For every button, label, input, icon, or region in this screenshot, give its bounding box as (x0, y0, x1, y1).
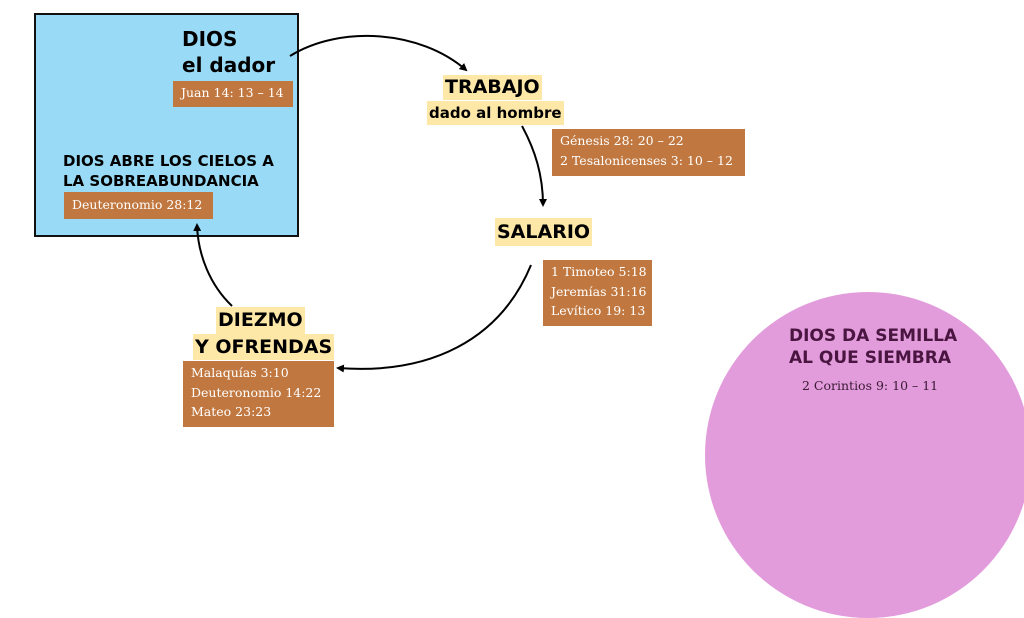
work-ref: 2 Tesalonicenses 3: 10 – 12 (560, 153, 733, 168)
work-subtitle: dado al hombre (427, 101, 564, 125)
seed-title-line1: DIOS DA SEMILLA (789, 326, 958, 346)
seed-ref: 2 Corintios 9: 10 – 11 (802, 378, 939, 393)
cycle-arrows (193, 35, 547, 373)
arrow-giver-to-work (289, 35, 468, 72)
arrow-salary-to-tithe (336, 264, 532, 373)
salary-ref: Jeremías 31:16 (551, 283, 647, 299)
arrow-work-to-salary (521, 125, 547, 207)
salary-ref: 1 Timoteo 5:18 (551, 264, 647, 279)
tithe-ref: Mateo 23:23 (191, 404, 272, 419)
giver-subtitle: el dador (182, 53, 276, 77)
salary-ref: Levítico 19: 13 (551, 303, 646, 318)
seed-title-line2: AL QUE SIEMBRA (789, 348, 951, 368)
arrow-tithe-to-giver (193, 223, 233, 307)
heavens-title-line2: LA SOBREABUNDANCIA (63, 172, 259, 190)
work-ref: Génesis 28: 20 – 22 (560, 133, 684, 148)
heavens-title-line1: DIOS ABRE LOS CIELOS A (63, 152, 274, 170)
salary-title: SALARIO (495, 218, 593, 246)
tithe-title-line1: DIEZMO (216, 307, 305, 334)
tithe-title-line2: Y OFRENDAS (193, 334, 335, 360)
salary-refs: 1 Timoteo 5:18 Jeremías 31:16 Levítico 1… (543, 260, 652, 326)
tithe-ref: Deuteronomio 14:22 (191, 384, 322, 400)
giver-ref: Juan 14: 13 – 14 (173, 81, 293, 107)
work-title: TRABAJO (443, 75, 542, 100)
work-refs: Génesis 28: 20 – 22 2 Tesalonicenses 3: … (552, 129, 745, 176)
heavens-ref: Deuteronomio 28:12 (64, 192, 213, 219)
tithe-refs: Malaquías 3:10 Deuteronomio 14:22 Mateo … (183, 361, 334, 427)
giver-title: DIOS (182, 27, 238, 51)
tithe-ref: Malaquías 3:10 (191, 365, 289, 380)
